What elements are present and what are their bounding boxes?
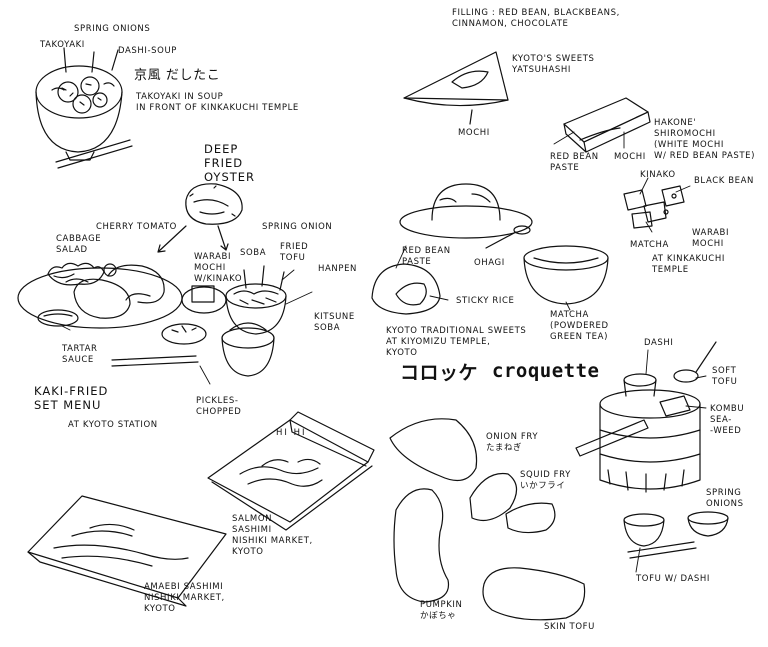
croquettes-drawing	[390, 419, 585, 620]
takoyaki-japanese-name: 京風 だしたこ	[134, 68, 221, 83]
yatsuhashi-drawing	[404, 52, 508, 124]
croquette-title-en: croquette	[492, 360, 600, 382]
warabi-caption: WARABI MOCHI	[692, 228, 730, 249]
sashimi-drawing	[28, 412, 374, 606]
label-mochi-yatsuhashi: MOCHI	[458, 128, 490, 138]
hakone-mochi-drawing	[564, 98, 650, 152]
warabi-place: AT KINKAKUCHI TEMPLE	[652, 254, 725, 275]
sashimi-box-stamp: HI HI	[276, 428, 307, 438]
hakone-caption: HAKONE' SHIROMOCHI (WHITE MOCHI W/ RED B…	[654, 118, 756, 161]
yatsuhashi-caption: KYOTO'S SWEETS YATSUHASHI	[512, 54, 595, 75]
label-kombu: KOMBU SEA- -WEED	[710, 404, 745, 436]
label-hanpen: HANPEN	[318, 264, 358, 274]
label-matcha-kiyomizu: MATCHA (POWDERED GREEN TEA)	[550, 310, 609, 342]
kaki-fried-drawing	[18, 184, 286, 376]
warabi-cubes-drawing	[624, 186, 684, 228]
label-takoyaki: TAKOYAKI	[40, 40, 85, 50]
label-deep-fried-oyster: DEEP FRIED OYSTER	[204, 142, 256, 184]
label-soft-tofu: SOFT TOFU	[712, 366, 738, 387]
label-onion-fry: ONION FRY たまねぎ	[486, 432, 539, 453]
label-squid-fry: SQUID FRY いかフライ	[520, 470, 571, 491]
label-kinako: KINAKO	[640, 170, 676, 180]
leader-lines	[62, 132, 706, 572]
label-red-bean-paste-kiyomizu: RED BEAN PASTE	[402, 246, 451, 267]
label-cherry-tomato: CHERRY TOMATO	[96, 222, 177, 232]
takoyaki-bowl-drawing	[36, 48, 132, 168]
label-warabi-mochi-set: WARABI MOCHI W/KINAKO	[194, 252, 243, 284]
takoyaki-caption: TAKOYAKI IN SOUP IN FRONT OF KINKAKUCHI …	[136, 92, 299, 113]
kaki-fried-caption-place: AT KYOTO STATION	[68, 420, 158, 430]
tofu-pot-drawing	[576, 342, 728, 558]
label-skin-tofu: SKIN TOFU	[544, 622, 595, 632]
label-spring-onion-set: SPRING ONION	[262, 222, 333, 232]
label-ohagi: OHAGI	[474, 258, 505, 268]
label-mochi-hakone: MOCHI	[614, 152, 646, 162]
label-dashi-soup: DASHI-SOUP	[118, 46, 178, 56]
label-sticky-rice: STICKY RICE	[456, 296, 515, 306]
label-matcha-warabi: MATCHA	[630, 240, 669, 250]
label-tartar-sauce: TARTAR SAUCE	[62, 344, 98, 365]
label-soba: SOBA	[240, 248, 267, 258]
label-black-bean: BLACK BEAN	[694, 176, 755, 186]
kaki-fried-caption-title: KAKI-FRIED SET MENU	[34, 384, 109, 412]
label-tofu-dashi: TOFU W/ DASHI	[636, 574, 710, 584]
salmon-sashimi-caption: SALMON SASHIMI NISHIKI MARKET, KYOTO	[232, 514, 313, 557]
label-red-bean-paste-hakone: RED BEAN PASTE	[550, 152, 599, 173]
label-cabbage-salad: CABBAGE SALAD	[56, 234, 102, 255]
kiyomizu-caption: KYOTO TRADITIONAL SWEETS AT KIYOMIZU TEM…	[386, 326, 527, 358]
amaebi-sashimi-caption: AMAEBI SASHIMI NISHIKI MARKET, KYOTO	[144, 582, 225, 614]
label-fried-tofu: FRIED TOFU	[280, 242, 309, 263]
yatsuhashi-filling: FILLING : RED BEAN, BLACKBEANS, CINNAMON…	[452, 8, 620, 29]
label-pumpkin: PUMPKIN かぼちゃ	[420, 600, 463, 621]
label-kitsune-soba: KITSUNE SOBA	[314, 312, 355, 333]
croquette-title-jp: コロッケ	[400, 362, 479, 384]
kiyomizu-sweets-drawing	[372, 184, 608, 314]
label-pickles: PICKLES- CHOPPED	[196, 396, 242, 417]
label-spring-onions-tofu: SPRING ONIONS	[706, 488, 744, 509]
label-dashi: DASHI	[644, 338, 674, 348]
label-spring-onions-takoyaki: SPRING ONIONS	[74, 24, 151, 34]
